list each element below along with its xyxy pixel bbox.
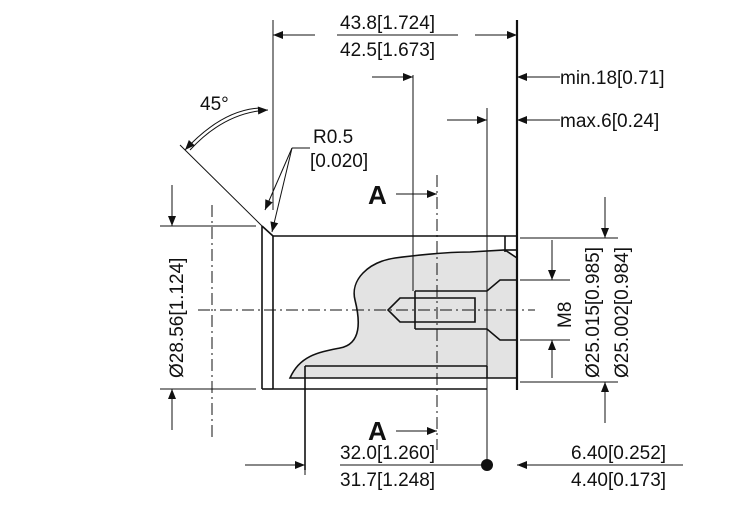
radius-label: R0.5 bbox=[313, 127, 353, 148]
bottom-length-max: 32.0[1.260] bbox=[340, 443, 435, 464]
overall-length-max: 43.8[1.724] bbox=[340, 13, 435, 34]
overall-length-min: 42.5[1.673] bbox=[340, 40, 435, 61]
pilot-diameter-max: Ø25.015[0.985] bbox=[583, 247, 604, 378]
face-length-max: 6.40[0.252] bbox=[571, 443, 666, 464]
max-gap-dim: max.6[0.24] bbox=[560, 111, 659, 132]
extension-lines bbox=[160, 20, 618, 475]
section-a-top: A bbox=[368, 180, 387, 210]
pilot-diameter-min: Ø25.002[0.984] bbox=[612, 247, 633, 378]
datum-dot bbox=[481, 459, 493, 471]
face-length-min: 4.40[0.173] bbox=[571, 470, 666, 491]
bottom-length-min: 31.7[1.248] bbox=[340, 470, 435, 491]
radius-label-inch: [0.020] bbox=[310, 151, 368, 172]
section-a-bottom: A bbox=[368, 416, 387, 446]
section-hatch-area bbox=[288, 249, 518, 379]
min-gap-dim: min.18[0.71] bbox=[560, 68, 665, 89]
chamfer-angle: 45° bbox=[200, 94, 229, 115]
shaft-outline bbox=[261, 20, 519, 470]
shaft-diameter: Ø28.56[1.124] bbox=[167, 258, 188, 378]
thread-size: M8 bbox=[555, 302, 576, 328]
